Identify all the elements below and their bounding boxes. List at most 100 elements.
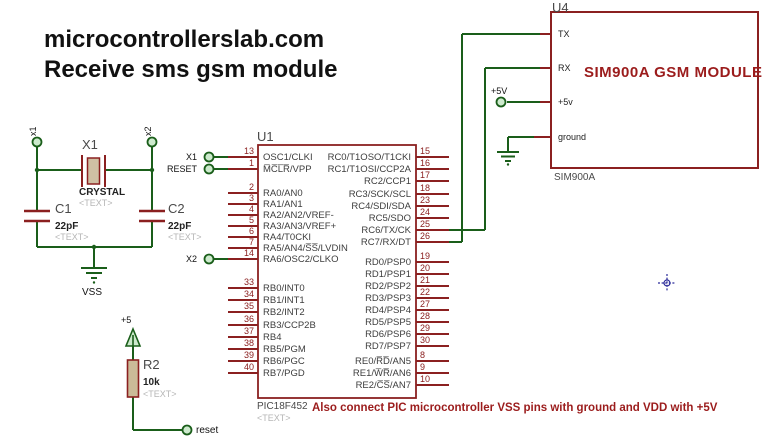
pin-stub: [228, 247, 258, 249]
pin-name: RC1/T1OSI/CCP2A: [327, 164, 411, 176]
pin-name: RA0/AN0: [263, 188, 303, 199]
plus5v-label: +5V: [491, 86, 508, 96]
pin-number: 34: [243, 289, 254, 300]
wires: [36, 33, 540, 431]
pin-stub: [416, 285, 449, 287]
pin-number: 5: [248, 215, 254, 225]
mcu-terminal-x1-label: X1: [185, 152, 197, 162]
terminal-plus5v[interactable]: [495, 96, 507, 108]
pin-stub: [416, 372, 449, 374]
pin-stub: [416, 309, 449, 311]
crystal-value: CRYSTAL: [79, 187, 126, 198]
pin-name: RB6/PGC: [263, 356, 305, 368]
pin-number: 21: [420, 275, 431, 285]
gsm-part-label: SIM900A: [554, 172, 596, 183]
terminal-wires: [214, 156, 228, 260]
pin-stub: [416, 321, 449, 323]
pin-stub: [416, 333, 449, 335]
pin-name: RB4: [263, 331, 282, 343]
pin-number: 1: [248, 158, 254, 168]
pin-name: RA2/AN2/VREF-: [263, 210, 334, 221]
junction-dots: [34, 167, 155, 250]
r2-placeholder: <TEXT>: [143, 389, 177, 399]
pin-name: RB0/INT0: [263, 283, 305, 294]
vss-ground-symbol[interactable]: [81, 267, 107, 284]
pin-stub: [228, 168, 258, 170]
pin-stub: [416, 360, 449, 362]
pin-stub: [416, 384, 449, 386]
crystal-symbol[interactable]: [81, 155, 106, 187]
pin-number: 13: [243, 146, 254, 156]
crystal-placeholder: <TEXT>: [79, 198, 113, 208]
pin-stub: [228, 323, 258, 326]
pin-name: RD1/PSP1: [365, 269, 411, 280]
pin-stub: [228, 299, 258, 302]
pin-number: 4: [248, 204, 254, 214]
pin-number: 29: [420, 323, 431, 333]
pin-stub: [416, 261, 449, 263]
tx-wire: [449, 33, 540, 243]
pin-stub: [228, 335, 258, 338]
terminal-x2[interactable]: [146, 136, 158, 148]
c2-ref: C2: [168, 201, 185, 216]
pin-name: RE0/R̅D̅/AN5: [355, 356, 411, 367]
pin-stub: [228, 203, 258, 205]
pin-number: 33: [243, 277, 254, 287]
mcu-terminal-reset-label: RESET: [166, 164, 197, 174]
terminal-x1[interactable]: [31, 136, 43, 148]
crystal-wires: [36, 147, 153, 171]
pin-name: RC5/SDO: [368, 213, 411, 224]
pin-stub: [416, 273, 449, 275]
pin-stub: [228, 225, 258, 227]
pin-stub: [228, 360, 258, 363]
capacitor-c1-symbol[interactable]: [24, 209, 50, 223]
pin-name: RB7/PGD: [263, 368, 305, 380]
pin-name: RC2/CCP1: [364, 176, 411, 188]
module-ground-wire: [507, 136, 534, 152]
pin-stub: [416, 180, 449, 183]
pin-stub: [228, 348, 258, 350]
terminal-osc-x2[interactable]: [203, 253, 215, 265]
terminal-reset-out[interactable]: [181, 424, 193, 436]
pin-name: RD4/PSP4: [365, 305, 411, 316]
reset-wires: [132, 346, 182, 431]
c2-value: 22pF: [168, 221, 192, 232]
pin-stub: [416, 345, 449, 347]
pin-number: 20: [420, 263, 431, 273]
pin-name: RA6/OSC2/CLKO: [263, 254, 339, 265]
c1-ref: C1: [55, 201, 72, 216]
terminal-reset[interactable]: [203, 163, 215, 175]
pin-number: 7: [248, 237, 254, 247]
mcu-body[interactable]: [257, 144, 417, 399]
pin-name: RC6/TX/CK: [361, 225, 411, 237]
r2-ref: R2: [143, 357, 160, 372]
pin-name: RB3/CCP2B: [263, 319, 316, 331]
origin-crosshair-icon: [658, 274, 676, 292]
pin-stub: [416, 229, 449, 232]
page-title-line2: Receive sms gsm module: [44, 56, 338, 83]
pin-name: M̅C̅L̅R̅/VPP: [263, 164, 312, 175]
module-ground-symbol[interactable]: [497, 151, 519, 166]
reset-terminal-label: reset: [196, 425, 219, 436]
pin-stub: [416, 217, 449, 219]
mcu-terminal-x2-label: X2: [185, 254, 197, 264]
resistor-r2-symbol[interactable]: [126, 359, 140, 398]
pin-name: RD3/PSP3: [365, 293, 411, 304]
pin-number: 40: [243, 362, 254, 373]
power-arrow-symbol[interactable]: [124, 326, 142, 347]
gsm-module-body[interactable]: [550, 11, 759, 169]
pin-stub: [416, 297, 449, 299]
capacitor-wires: [36, 170, 153, 268]
pin-number: 24: [420, 207, 431, 217]
pin-number: 39: [243, 350, 254, 361]
pin-number: 37: [243, 325, 254, 336]
pin-number: 17: [420, 170, 431, 181]
rx-wire: [449, 67, 540, 231]
pin-name: RD5/PSP5: [365, 317, 411, 328]
terminal-osc-x1[interactable]: [203, 151, 215, 163]
capacitor-c2-symbol[interactable]: [139, 209, 165, 223]
gsm-pin-ground-label: ground: [558, 132, 587, 142]
gsm-pin-rx-label: RX: [558, 63, 571, 73]
c1-value: 22pF: [55, 221, 79, 232]
gsm-ref: U4: [552, 0, 569, 15]
